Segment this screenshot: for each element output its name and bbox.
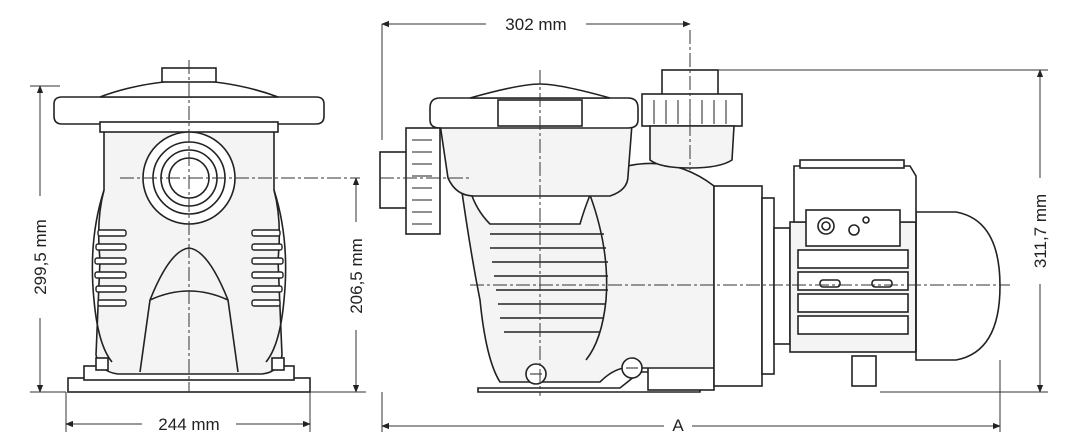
dim-left-height: 299,5 mm xyxy=(31,219,50,295)
dim-base-width: 244 mm xyxy=(158,415,219,434)
dim-right-height: 311,7 mm xyxy=(1031,194,1050,268)
dimension-lines xyxy=(30,20,1048,432)
side-view xyxy=(379,30,1010,396)
dim-overall-length: A xyxy=(672,416,684,435)
dim-top-width: 302 mm xyxy=(505,15,566,34)
dim-inlet-height: 206,5 mm xyxy=(347,238,366,314)
front-view xyxy=(53,60,360,393)
